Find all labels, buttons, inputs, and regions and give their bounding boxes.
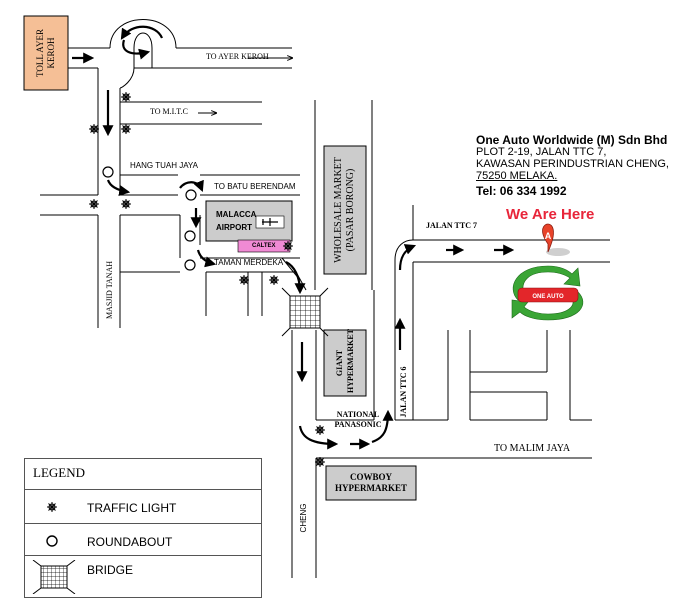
legend-row-bridge: BRIDGE xyxy=(25,555,261,598)
route-arrows xyxy=(72,25,515,450)
giant-label: GIANT HYPERMARKET xyxy=(335,329,355,393)
jalan-ttc6-label: JALAN TTC 6 xyxy=(399,366,408,418)
one-auto-logo: ONE AUTO xyxy=(511,265,584,321)
toll-box xyxy=(23,15,69,91)
roundabout-icon xyxy=(46,535,58,547)
to-batu-berendam-label: TO BATU BERENDAM xyxy=(214,182,296,191)
legend-label-traffic-light: TRAFFIC LIGHT xyxy=(87,501,177,515)
traffic-light-icon xyxy=(283,241,293,251)
roundabout-icon xyxy=(185,189,197,201)
to-mitc-label: TO M.I.T.C xyxy=(150,107,188,116)
giant-building xyxy=(323,329,367,397)
airplane-icon xyxy=(255,215,285,229)
to-malim-jaya-label: TO MALIM JAYA xyxy=(494,443,571,454)
company-address-line3: 75250 MELAKA. xyxy=(476,170,558,182)
cheng-label: CHENG xyxy=(299,503,308,533)
wholesale-market-building xyxy=(323,145,367,275)
cowboy-building xyxy=(325,465,417,501)
traffic-light-icon xyxy=(315,457,325,467)
we-are-here-label: We Are Here xyxy=(506,206,595,223)
roundabout-icon xyxy=(184,259,196,271)
direction-arrows xyxy=(198,58,292,113)
jalan-ttc7-label: JALAN TTC 7 xyxy=(426,221,477,230)
marker-letter: A xyxy=(545,231,552,241)
roundabouts xyxy=(102,166,197,271)
legend-label-bridge: BRIDGE xyxy=(87,563,134,577)
hang-tuah-jaya-label: HANG TUAH JAYA xyxy=(130,161,199,170)
bridge-icon xyxy=(281,287,329,337)
traffic-light-icon xyxy=(269,275,279,285)
company-address-line2: KAWASAN PERINDUSTRIAN CHENG, xyxy=(476,158,669,170)
traffic-light-icon xyxy=(47,502,57,512)
to-ayer-keroh-label: TO AYER KEROH xyxy=(206,52,269,61)
national-panasonic-label: NATIONAL PANASONIC xyxy=(334,410,382,429)
company-info: One Auto Worldwide (M) Sdn Bhd PLOT 2-19… xyxy=(476,134,669,197)
toll-label: TOLL AYER KEROH xyxy=(35,29,56,77)
legend-label-roundabout: ROUNDABOUT xyxy=(87,535,173,549)
traffic-lights xyxy=(89,92,325,467)
traffic-light-icon xyxy=(121,199,131,209)
company-name: One Auto Worldwide (M) Sdn Bhd xyxy=(476,133,668,147)
company-phone: Tel: 06 334 1992 xyxy=(476,184,567,198)
caltex-label: CALTEX xyxy=(252,243,276,249)
traffic-light-icon xyxy=(121,92,131,102)
traffic-light-icon xyxy=(89,199,99,209)
bridge-icon xyxy=(32,560,76,594)
legend-box: LEGEND TRAFFIC LIGHT ROUNDABOUT BRIDGE xyxy=(24,458,262,598)
traffic-light-icon xyxy=(121,124,131,134)
traffic-light-icon xyxy=(89,124,99,134)
location-marker-icon: A xyxy=(542,223,570,256)
legend-title: LEGEND xyxy=(33,465,85,480)
roundabout-icon xyxy=(184,230,196,242)
masjid-tanah-label: MASJID TANAH xyxy=(105,260,114,320)
malacca-airport-label: MALACCA AIRPORT xyxy=(216,210,257,232)
legend-row-traffic-light: TRAFFIC LIGHT xyxy=(25,489,261,524)
taman-merdeka-label: TAMAN MERDEKA xyxy=(214,258,284,267)
traffic-light-icon xyxy=(239,275,249,285)
wholesale-market-label: WHOLESALE MARKET (PASAR BORONG) xyxy=(333,157,356,263)
one-auto-logo-text: ONE AUTO xyxy=(532,294,564,300)
roundabout-icon xyxy=(102,166,114,178)
road-network xyxy=(40,19,610,578)
company-address-line1: PLOT 2-19, JALAN TTC 7, xyxy=(476,146,607,158)
cowboy-label: COWBOY HYPERMARKET xyxy=(335,472,407,493)
legend-row-roundabout: ROUNDABOUT xyxy=(25,523,261,558)
traffic-light-icon xyxy=(315,425,325,435)
